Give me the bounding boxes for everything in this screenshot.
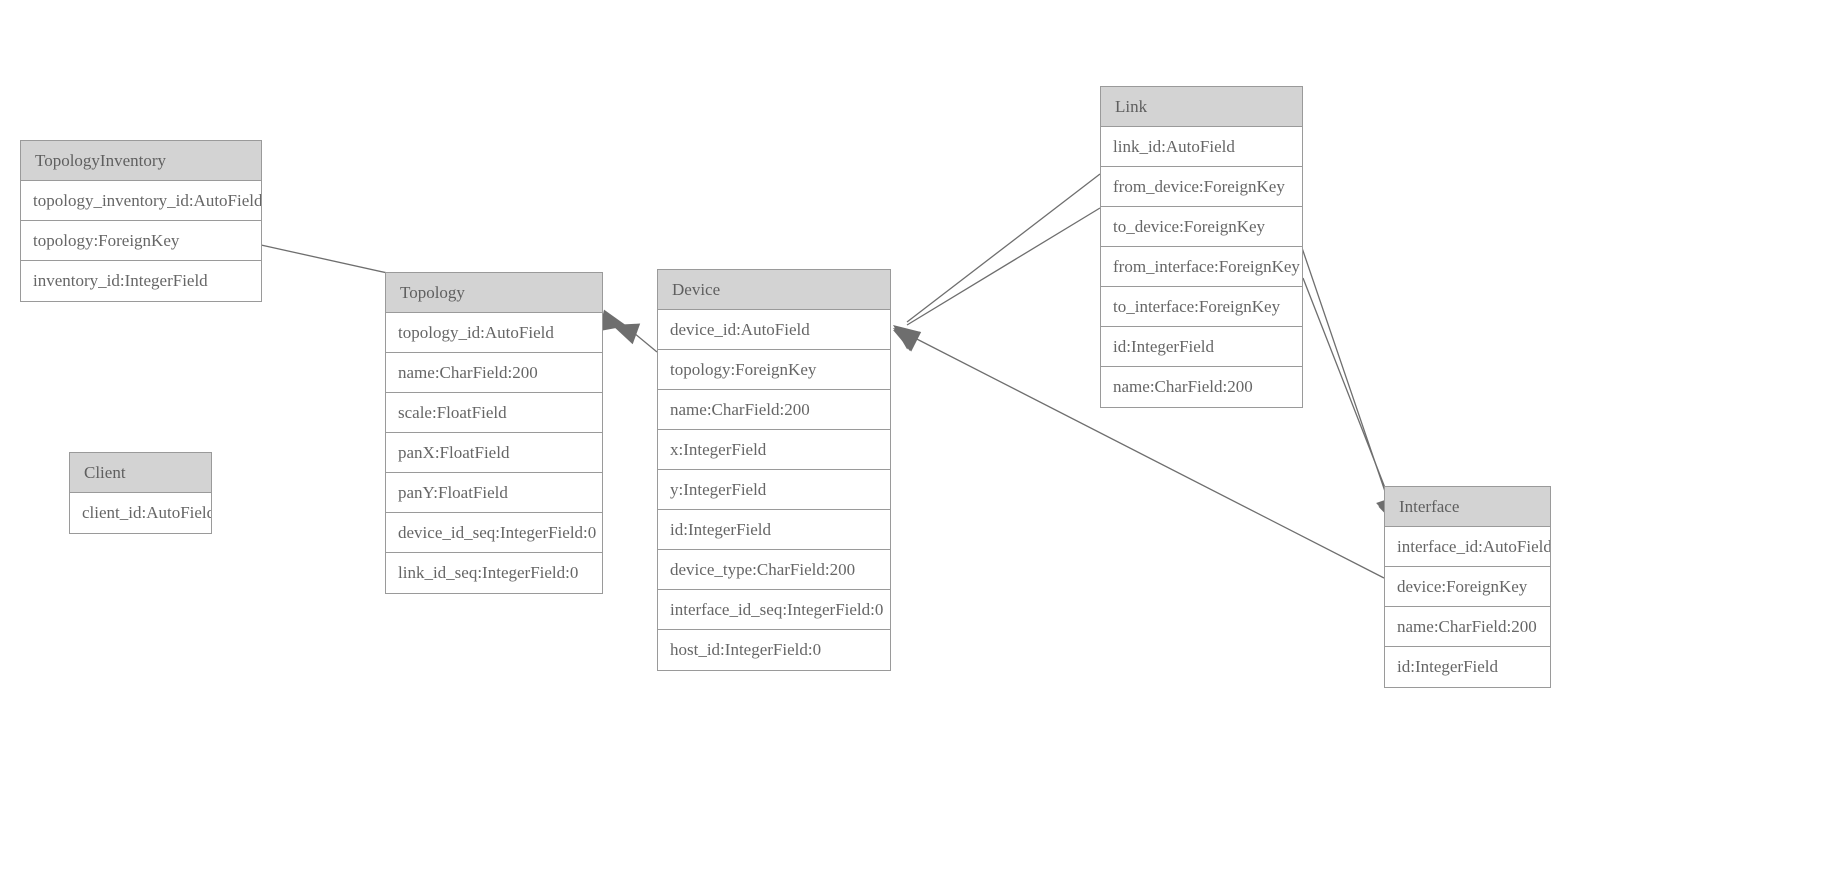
entity-field-row: topology_id:AutoField — [386, 313, 602, 353]
entity-field-row: panX:FloatField — [386, 433, 602, 473]
entity-field-row: name:CharField:200 — [658, 390, 890, 430]
entity-field-row: client_id:AutoField — [70, 493, 211, 533]
relationship-arrowhead — [893, 328, 921, 351]
entity-field-row: name:CharField:200 — [1385, 607, 1550, 647]
relationship-line — [906, 207, 1101, 326]
entity-field-row: device_type:CharField:200 — [658, 550, 890, 590]
entity-title-interface: Interface — [1385, 487, 1550, 527]
relationship-arrowhead — [893, 325, 921, 350]
entity-field-row: device_id_seq:IntegerField:0 — [386, 513, 602, 553]
relationship-line — [627, 327, 658, 353]
relationship-arrowhead — [893, 330, 922, 352]
entity-field-row: name:CharField:200 — [1101, 367, 1302, 407]
entity-field-row: panY:FloatField — [386, 473, 602, 513]
entity-field-row: scale:FloatField — [386, 393, 602, 433]
entity-field-row: id:IntegerField — [658, 510, 890, 550]
entity-field-row: host_id:IntegerField:0 — [658, 630, 890, 670]
entity-title-topology_inventory: TopologyInventory — [21, 141, 261, 181]
relationship-link-from-interface — [1299, 241, 1397, 524]
entity-title-client: Client — [70, 453, 211, 493]
entity-field-row: topology_inventory_id:AutoField — [21, 181, 261, 221]
relationship-link-from-device — [893, 173, 1101, 350]
entity-field-row: interface_id_seq:IntegerField:0 — [658, 590, 890, 630]
relationship-line — [1299, 241, 1393, 513]
entity-title-topology: Topology — [386, 273, 602, 313]
entity-field-row: link_id:AutoField — [1101, 127, 1302, 167]
entity-field-row: topology:ForeignKey — [21, 221, 261, 261]
entity-field-row: link_id_seq:IntegerField:0 — [386, 553, 602, 593]
relationship-arrowhead — [599, 309, 627, 332]
entity-title-link: Link — [1101, 87, 1302, 127]
entity-field-row: to_device:ForeignKey — [1101, 207, 1302, 247]
relationship-arrowhead — [612, 323, 641, 345]
relationship-line — [906, 173, 1101, 323]
entity-field-row: topology:ForeignKey — [658, 350, 890, 390]
relationship-line — [1302, 277, 1397, 517]
relationship-device-topology — [612, 323, 658, 353]
entity-field-row: interface_id:AutoField — [1385, 527, 1550, 567]
entity-title-device: Device — [658, 270, 890, 310]
entity-field-row: device_id:AutoField — [658, 310, 890, 350]
entity-field-row: id:IntegerField — [1385, 647, 1550, 687]
entity-field-row: name:CharField:200 — [386, 353, 602, 393]
relationship-link-to-device — [893, 207, 1101, 351]
entity-field-row: from_interface:ForeignKey — [1101, 247, 1302, 287]
entity-field-row: y:IntegerField — [658, 470, 890, 510]
entity-field-row: to_interface:ForeignKey — [1101, 287, 1302, 327]
entity-field-row: x:IntegerField — [658, 430, 890, 470]
entity-field-row: device:ForeignKey — [1385, 567, 1550, 607]
entity-field-row: from_device:ForeignKey — [1101, 167, 1302, 207]
entity-field-row: inventory_id:IntegerField — [21, 261, 261, 301]
entity-field-row: id:IntegerField — [1101, 327, 1302, 367]
